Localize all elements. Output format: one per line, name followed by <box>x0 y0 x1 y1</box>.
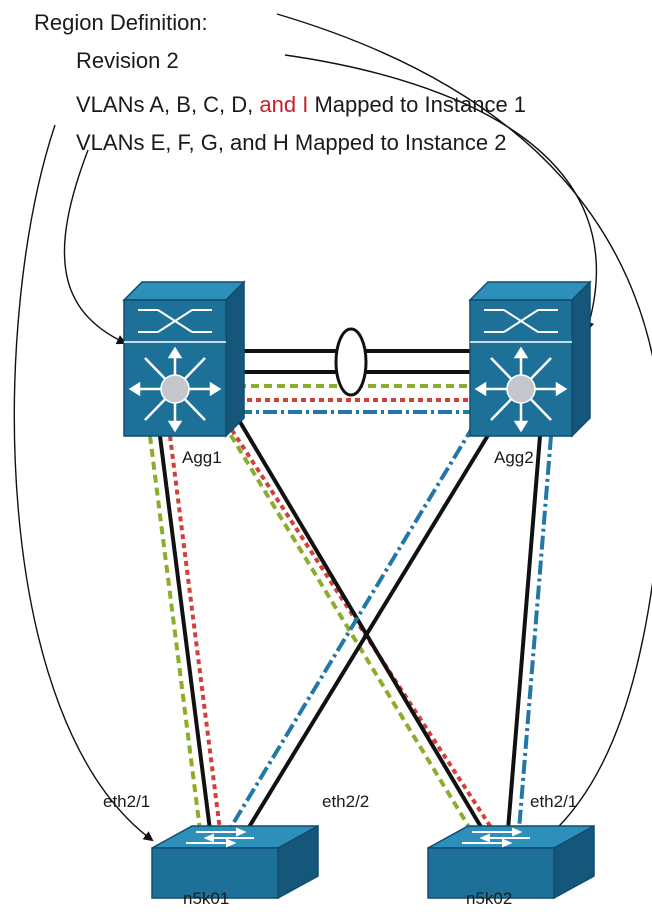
agg1-side-face <box>225 280 245 438</box>
region-vlan-line-2: VLANs E, F, G, and H Mapped to Instance … <box>76 130 507 155</box>
agg1-n5k02-vlan-green <box>222 422 474 834</box>
agg1-crossbar-icon <box>138 309 212 333</box>
agg1-n5k01-vlan-green <box>148 435 202 831</box>
agg2-label: Agg2 <box>494 448 534 467</box>
agg2-side-face <box>571 280 591 438</box>
n5k01-front-face <box>151 847 279 899</box>
vlan-line-1-suffix: Mapped to Instance 1 <box>308 92 527 117</box>
agg1-n5k01-black <box>158 435 212 831</box>
agg2-crossbar-icon <box>484 309 558 333</box>
region-revision: Revision 2 <box>76 48 179 73</box>
agg1-top-face <box>122 281 246 301</box>
n5k02-port-eth2-1-label: eth2/1 <box>530 792 578 811</box>
agg2-n5k01-vlan-blue <box>226 423 476 834</box>
n5k02-switch-arrows-icon <box>462 827 530 848</box>
agg1-n5k02-vlan-red <box>230 428 496 834</box>
annotation-arrows <box>13 13 652 842</box>
n5k02-front-face <box>427 847 555 899</box>
agg1-core-circle <box>160 374 190 404</box>
agg2-n5k02-black <box>506 435 542 831</box>
agg2-n5k02-vlan-blue <box>517 435 553 831</box>
arrow-to-n5k01 <box>13 124 154 842</box>
agg2-core-circle <box>506 374 536 404</box>
agg1-n5k01-vlan-red <box>168 435 222 831</box>
arrow-to-agg1 <box>63 149 127 345</box>
agg1-label: Agg1 <box>182 448 222 467</box>
n5k01-port-eth2-2-label: eth2/2 <box>322 792 370 811</box>
portchannel-bundle-ellipse <box>334 327 368 397</box>
agg1-n5k02-black <box>238 420 486 834</box>
n5k01-switch-arrows-icon <box>186 827 254 848</box>
vlan-line-1-highlight: and I <box>259 92 309 117</box>
agg1-switch[interactable] <box>122 280 246 438</box>
agg2-switch[interactable] <box>468 280 592 438</box>
region-vlan-line-1: VLANs A, B, C, D, and I Mapped to Instan… <box>76 92 526 118</box>
n5k01-label: n5k01 <box>183 889 230 908</box>
n5k02-switch[interactable] <box>427 824 595 900</box>
n5k01-switch[interactable] <box>151 824 319 900</box>
vlan-line-1-prefix: VLANs A, B, C, D, <box>76 92 260 117</box>
n5k01-port-eth2-1-label: eth2/1 <box>103 792 151 811</box>
region-title: Region Definition: <box>34 10 208 35</box>
agg2-n5k01-black <box>244 430 492 834</box>
arrow-to-agg2 <box>284 54 598 332</box>
agg2-top-face <box>468 281 592 301</box>
links <box>148 327 553 834</box>
arrow-to-n5k02 <box>276 13 652 837</box>
n5k02-label: n5k02 <box>466 889 513 908</box>
